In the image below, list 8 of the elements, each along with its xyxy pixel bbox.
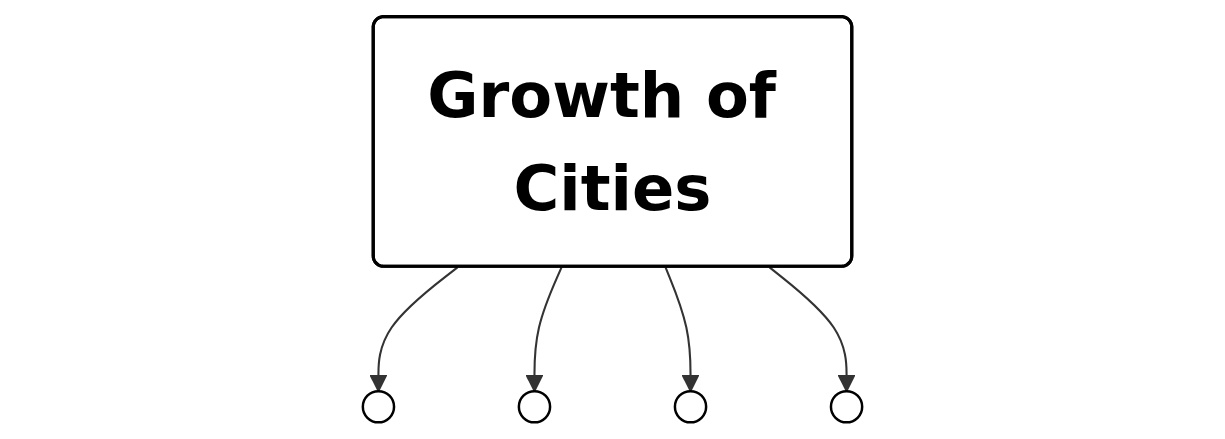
node-circle	[361, 389, 396, 424]
node-circle	[829, 389, 864, 424]
arrow	[369, 266, 459, 392]
arrow	[664, 266, 700, 392]
node-circle	[673, 389, 708, 424]
node-circle	[517, 389, 552, 424]
arrow	[525, 266, 563, 392]
arrow	[768, 266, 856, 392]
